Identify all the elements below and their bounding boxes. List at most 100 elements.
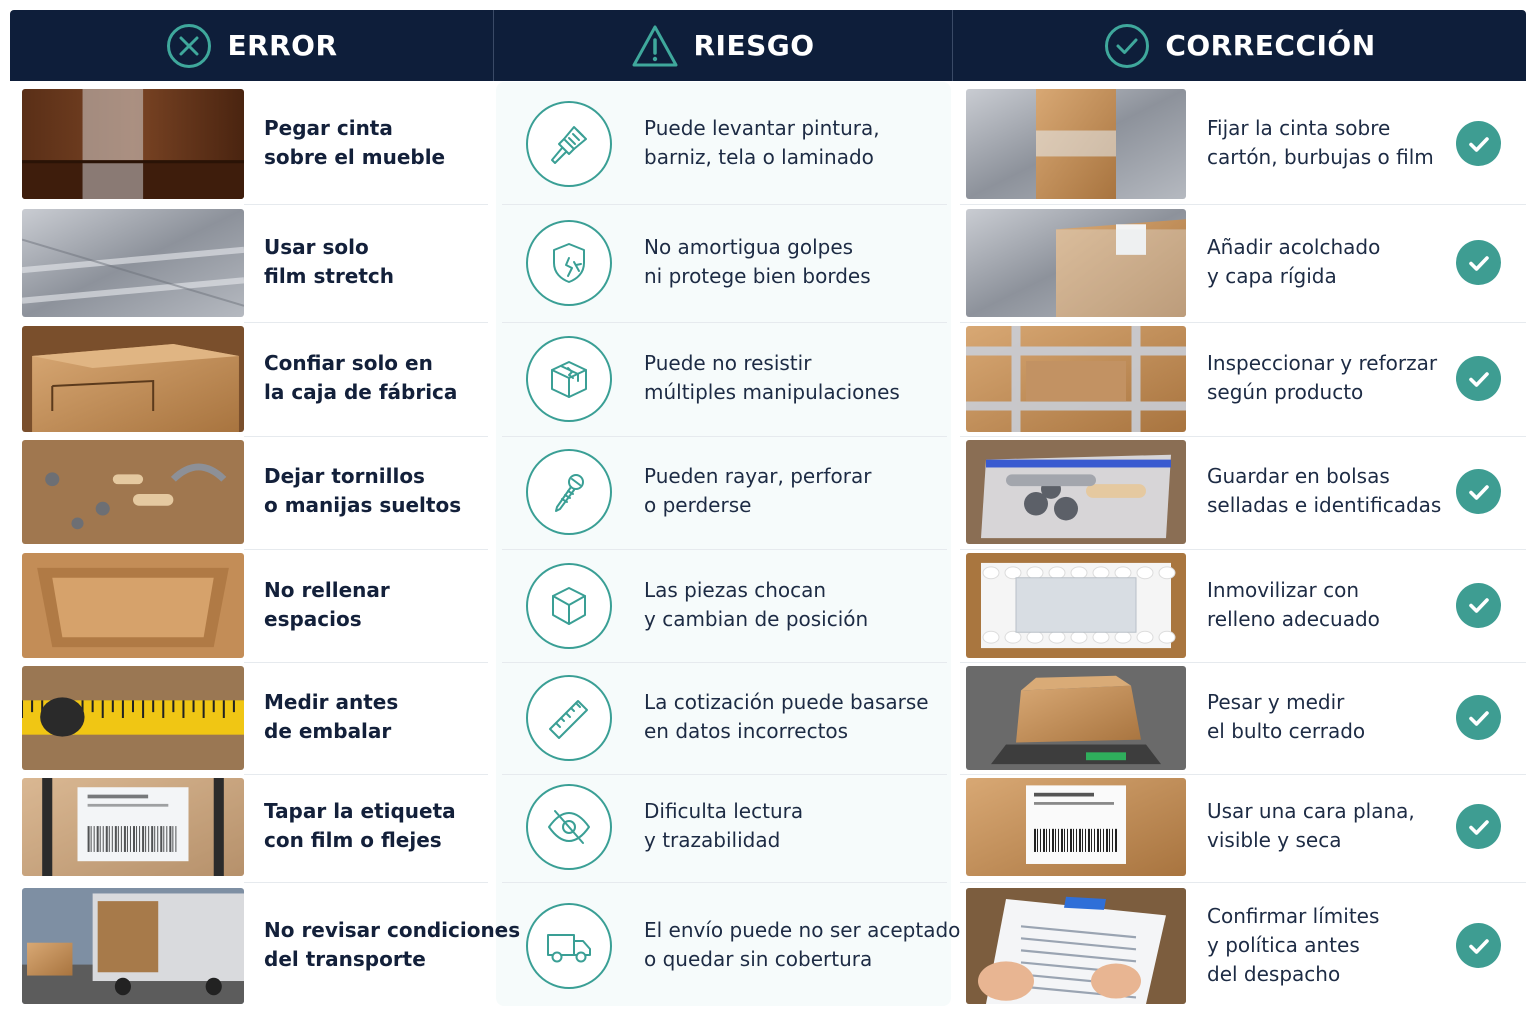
correction-text-line: visible y seca xyxy=(1207,828,1342,852)
row-divider xyxy=(960,882,1526,883)
row-divider xyxy=(244,204,488,205)
row-divider xyxy=(244,321,488,323)
row-divider xyxy=(244,436,488,437)
correction-text-line: Inspeccionar y reforzar xyxy=(1207,351,1438,375)
correction-text-line: Guardar en bolsas xyxy=(1207,464,1390,488)
correction-text-line: Fijar la cinta sobre xyxy=(1207,116,1391,140)
error-image xyxy=(22,89,244,199)
x-circle-icon xyxy=(165,22,213,70)
error-text: Medir antes de embalar xyxy=(264,688,398,746)
row-divider xyxy=(244,548,488,550)
error-text-line: No revisar condiciones xyxy=(264,918,521,942)
header-correction-label: CORRECCIÓN xyxy=(1165,29,1376,62)
row-divider xyxy=(960,548,1526,550)
error-image xyxy=(22,666,244,770)
error-text-line: de embalar xyxy=(264,719,392,743)
eye-slash-icon xyxy=(526,784,612,870)
error-text-line: Usar solo xyxy=(264,235,369,259)
row-divider xyxy=(502,436,947,437)
check-circle-icon xyxy=(1103,22,1151,70)
correction-text-line: Pesar y medir xyxy=(1207,690,1345,714)
error-text-line: espacios xyxy=(264,606,362,631)
check-icon xyxy=(1456,469,1501,514)
error-image xyxy=(22,553,244,658)
risk-text: Puede levantar pintura,barniz, tela o la… xyxy=(644,114,880,172)
error-text-line: Tapar la etiqueta xyxy=(264,799,456,823)
row-divider xyxy=(502,204,947,205)
risk-text: La cotización puede basarse en datos inco… xyxy=(644,688,929,746)
correction-image xyxy=(966,89,1186,199)
risk-text-line: No amortigua golpes xyxy=(644,235,854,259)
error-text-line: Dejar tornillos xyxy=(264,464,425,488)
row-divider xyxy=(960,662,1526,663)
error-text-line: la caja de fábrica xyxy=(264,380,458,404)
row-divider xyxy=(960,774,1526,775)
risk-text-line: Dificulta lectura xyxy=(644,799,804,823)
row-divider xyxy=(502,662,947,663)
error-image xyxy=(22,209,244,317)
correction-text: Inspeccionar y reforzar según producto xyxy=(1207,349,1437,407)
ruler-icon xyxy=(526,675,612,761)
error-image xyxy=(22,888,244,1004)
risk-text-line: y cambian de posición xyxy=(644,606,869,631)
correction-text: Fijar la cinta sobre cartón, burbujas o f… xyxy=(1207,114,1434,172)
broken-shield-icon xyxy=(526,220,612,306)
correction-text-line: Añadir acolchado xyxy=(1207,235,1381,259)
correction-text-line: y política antes xyxy=(1207,932,1360,957)
risk-text-line: Pueden rayar, perforar xyxy=(644,464,872,488)
correction-text-line: Inmovilizar con xyxy=(1207,577,1360,602)
correction-text-line: selladas e identificadas xyxy=(1207,493,1442,517)
correction-text: Guardar en bolsas selladas e identificada… xyxy=(1207,462,1441,520)
truck-icon xyxy=(526,903,612,989)
risk-text-line: La cotización puede basarse xyxy=(644,690,929,714)
row-divider xyxy=(502,882,947,883)
header-risk: RIESGO xyxy=(494,10,953,81)
row-divider xyxy=(244,882,488,883)
check-icon xyxy=(1456,356,1501,401)
row-divider xyxy=(502,774,947,775)
risk-text-line: Puede no resistir xyxy=(644,351,812,375)
broken-box-icon xyxy=(526,336,612,422)
table-header: ERROR RIESGO CORRECCIÓN xyxy=(10,10,1526,81)
error-text-line: Confiar solo en xyxy=(264,351,433,375)
row-divider xyxy=(960,321,1526,323)
error-text-line: del transporte xyxy=(264,947,426,971)
error-text-line: film stretch xyxy=(264,264,395,288)
error-image xyxy=(22,440,244,544)
correction-text-line: según producto xyxy=(1207,380,1364,404)
correction-text-line: relleno adecuado xyxy=(1207,606,1380,631)
correction-text-line: cartón, burbujas o film xyxy=(1207,145,1434,169)
risk-text-line: en datos incorrectos xyxy=(644,719,849,743)
correction-image xyxy=(966,209,1186,317)
error-text-line: sobre el mueble xyxy=(264,145,446,169)
header-risk-label: RIESGO xyxy=(693,29,815,62)
correction-image xyxy=(966,778,1186,876)
risk-text-line: El envío puede no ser aceptado xyxy=(644,918,961,942)
row-divider xyxy=(960,204,1526,205)
row-divider xyxy=(502,321,947,323)
correction-text: Usar una cara plana,visible y seca xyxy=(1207,797,1415,855)
check-icon xyxy=(1456,804,1501,849)
warning-triangle-icon xyxy=(631,22,679,70)
risk-text-line: barniz, tela o laminado xyxy=(644,145,874,169)
check-icon xyxy=(1456,121,1501,166)
check-icon xyxy=(1456,240,1501,285)
error-text-line: con film o flejes xyxy=(264,828,442,852)
header-error-label: ERROR xyxy=(227,29,338,62)
error-text-line: Medir antes xyxy=(264,690,399,714)
error-text-line: No rellenar xyxy=(264,577,390,602)
error-text: Confiar solo en la caja de fábrica xyxy=(264,349,457,407)
error-text: Usar solo film stretch xyxy=(264,233,394,291)
row-divider xyxy=(244,662,488,663)
paintbrush-icon xyxy=(526,101,612,187)
